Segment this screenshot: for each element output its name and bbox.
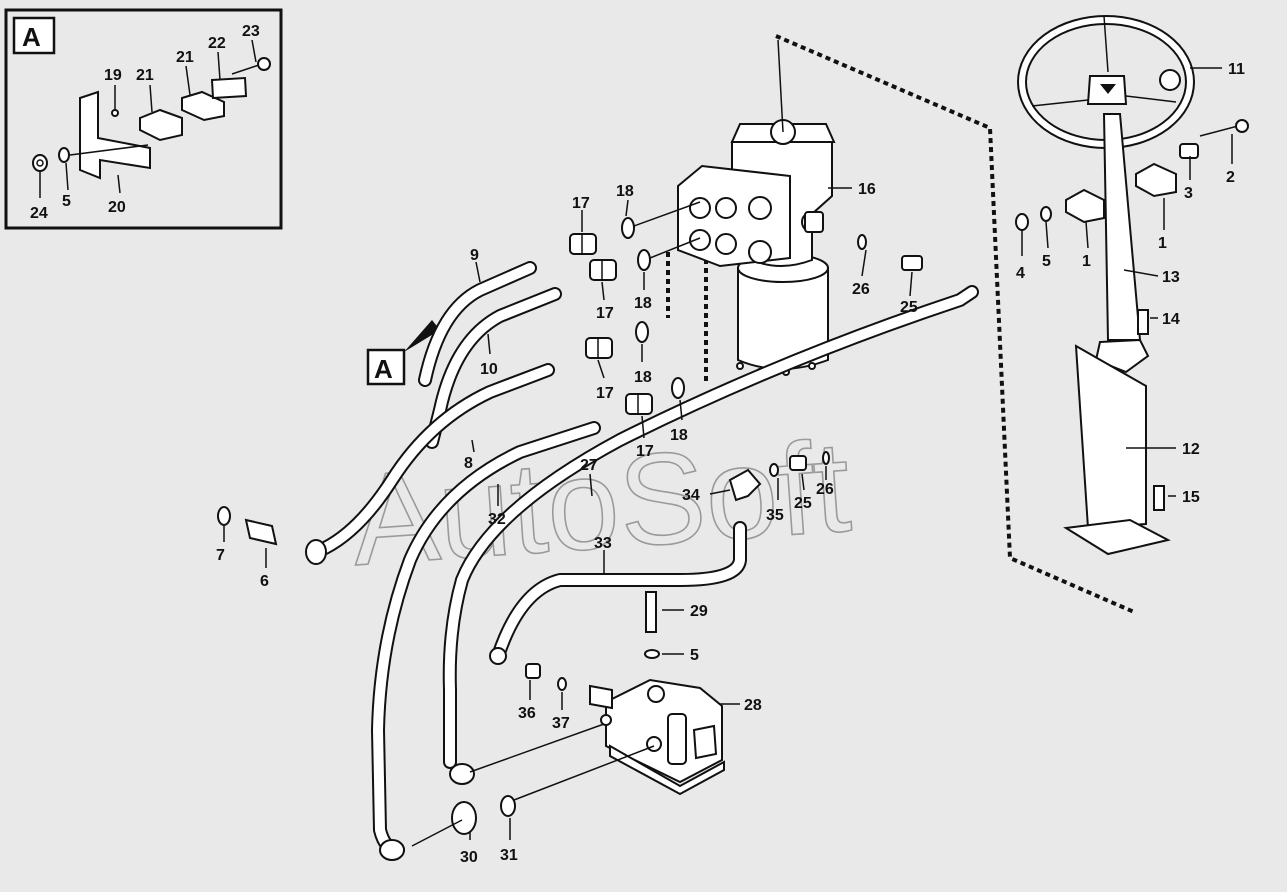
label-6: 6: [260, 573, 269, 590]
label-20: 20: [108, 199, 126, 216]
label-16: 16: [858, 181, 876, 198]
view-tag-box: [366, 348, 406, 386]
label-27: 27: [580, 457, 598, 474]
clamp-21-shape: [139, 108, 183, 142]
spacer-3: [1179, 143, 1199, 159]
pedestal-12: [1074, 344, 1147, 530]
inset-tag-box: [12, 16, 56, 55]
bolt-29: [645, 591, 657, 633]
inset-tag: A: [22, 22, 41, 52]
label-5c: 5: [1042, 253, 1051, 270]
oring-31: [500, 795, 516, 817]
fitting-36: [525, 663, 541, 679]
bolt-23-head: [257, 57, 271, 71]
adapter-6: [244, 518, 278, 546]
label-19: 19: [104, 67, 122, 84]
label-11: 11: [1228, 61, 1245, 78]
label-13: 13: [1162, 269, 1180, 286]
view-tag-pointer: [404, 320, 440, 352]
label-25a: 25: [900, 299, 918, 316]
label-22: 22: [208, 35, 226, 52]
label-26b: 26: [816, 481, 834, 498]
bracket-20-shape: [79, 90, 151, 180]
dashed-port-lines: [666, 250, 708, 382]
label-17d: 17: [636, 443, 654, 460]
elbow-34: [728, 468, 762, 502]
label-4: 4: [1016, 265, 1025, 282]
label-30: 30: [460, 849, 478, 866]
fitting-hose-8-end: [305, 539, 327, 565]
valve-28: [411, 591, 725, 847]
hoses: [318, 261, 979, 857]
label-18c: 18: [634, 369, 652, 386]
washer-5c: [1040, 206, 1052, 222]
view-tag: A: [374, 354, 393, 384]
bolt-15: [1153, 485, 1165, 511]
label-25b: 25: [794, 495, 812, 512]
knob: [1159, 69, 1181, 91]
washer-5: [644, 649, 660, 659]
label-10: 10: [480, 361, 498, 378]
steering-unit-16: [677, 39, 836, 376]
label-32: 32: [488, 511, 506, 528]
clamp-1b: [1065, 188, 1105, 224]
label-9: 9: [470, 247, 479, 264]
label-17c: 17: [596, 385, 614, 402]
label-15: 15: [1182, 489, 1200, 506]
label-17a: 17: [572, 195, 590, 212]
label-28: 28: [744, 697, 762, 714]
label-8: 8: [464, 455, 473, 472]
label-34: 34: [682, 487, 700, 504]
label-5b: 5: [690, 647, 699, 664]
steering-column-assembly: [1015, 15, 1249, 556]
bolt-14: [1137, 309, 1149, 335]
inset-detail-a: A 19 21 21 22 23 24 5 20: [4, 8, 283, 230]
label-33: 33: [594, 535, 612, 552]
label-18a: 18: [616, 183, 634, 200]
label-35: 35: [766, 507, 784, 524]
label-31: 31: [500, 847, 518, 864]
label-2: 2: [1226, 169, 1235, 186]
clamp-21b-shape: [181, 90, 225, 122]
label-1a: 1: [1158, 235, 1167, 252]
label-36: 36: [518, 705, 536, 722]
label-12: 12: [1182, 441, 1200, 458]
column-13: [1102, 113, 1142, 341]
label-18b: 18: [634, 295, 652, 312]
oring-37: [557, 677, 567, 691]
label-5a: 5: [62, 193, 71, 210]
adapter-30: [451, 801, 477, 835]
label-37: 37: [552, 715, 570, 732]
label-24: 24: [30, 205, 48, 222]
label-26a: 26: [852, 281, 870, 298]
label-17b: 17: [596, 305, 614, 322]
plate-22-shape: [210, 76, 248, 100]
label-21b: 21: [176, 49, 194, 66]
label-21a: 21: [136, 67, 154, 84]
label-3: 3: [1184, 185, 1193, 202]
label-1b: 1: [1082, 253, 1091, 270]
label-14: 14: [1162, 311, 1180, 328]
dashed-assembly-line: [775, 34, 1135, 614]
label-29: 29: [690, 603, 708, 620]
part-labels: 11 2 3 1 1 5 4 13 14 12 15 16 26 25 17 1…: [216, 61, 1245, 866]
clamp-1: [1135, 162, 1177, 198]
oring-7: [217, 506, 231, 526]
bolt-2: [1235, 119, 1249, 133]
label-7: 7: [216, 547, 225, 564]
label-18d: 18: [670, 427, 688, 444]
fittings: [217, 201, 923, 861]
nut-4: [1015, 213, 1029, 231]
label-23: 23: [242, 23, 260, 40]
